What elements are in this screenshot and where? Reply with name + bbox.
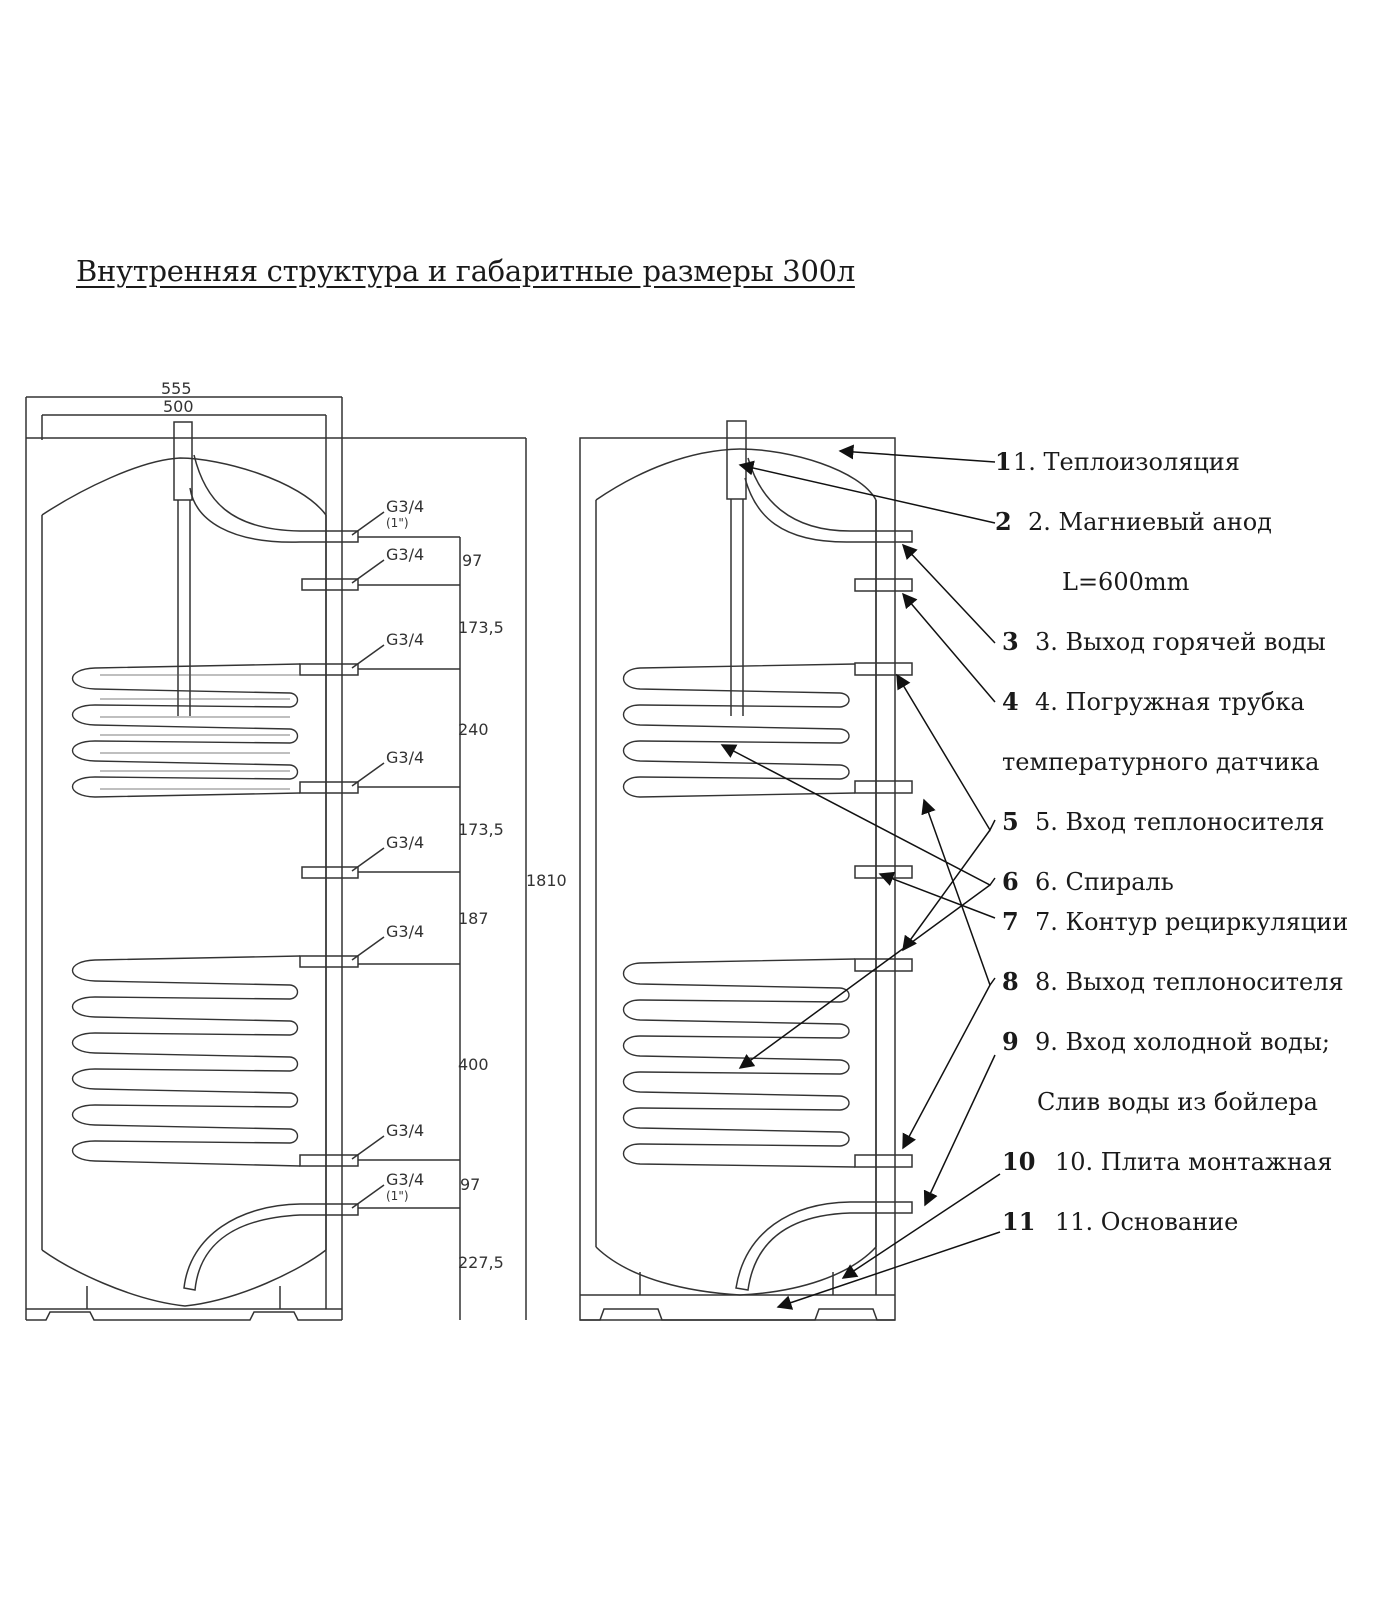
legend-leader-lines <box>720 444 1001 1310</box>
dim-segment: 97 <box>462 551 482 570</box>
legend-item: 1. Теплоизоляция <box>1013 448 1240 476</box>
legend-number: 5 <box>1002 807 1019 836</box>
legend-number: 8 <box>1002 967 1019 996</box>
legend-number: 4 <box>1002 687 1019 716</box>
right-lower-coil <box>622 958 856 1168</box>
dim-segment: 173,5 <box>458 618 504 637</box>
legend-number: 3 <box>1002 627 1019 656</box>
legend-item-sub: L=600mm <box>1062 568 1190 596</box>
legend-number: 1 <box>995 447 1012 476</box>
legend-number: 2 <box>995 507 1012 536</box>
connection-label: G3/4 <box>386 1121 424 1140</box>
legend-item: 4. Погружная трубка <box>1035 688 1305 716</box>
left-dimension-drawing <box>25 396 527 1321</box>
connection-label: G3/4 <box>386 497 424 516</box>
dim-segment: 400 <box>458 1055 489 1074</box>
legend-item: 7. Контур рециркуляции <box>1035 908 1348 936</box>
legend-item-sub: температурного датчика <box>1002 748 1319 776</box>
legend-number: 9 <box>1002 1027 1019 1056</box>
page-title: Внутренняя структура и габаритные размер… <box>76 254 855 288</box>
legend-number: 11 <box>1002 1207 1035 1236</box>
left-lower-coil <box>72 955 301 1167</box>
dim-segment: 187 <box>458 909 489 928</box>
right-upper-coil <box>622 663 856 798</box>
legend-item-sub: Слив воды из бойлера <box>1037 1088 1318 1116</box>
connection-label: G3/4 <box>386 1170 424 1189</box>
connection-note: (1") <box>386 1189 409 1203</box>
dim-total-height: 1810 <box>526 871 567 890</box>
connection-label: G3/4 <box>386 922 424 941</box>
legend-number: 10 <box>1002 1147 1035 1176</box>
legend-item: 10. Плита монтажная <box>1055 1148 1332 1176</box>
connection-label: G3/4 <box>386 545 424 564</box>
legend-item: 2. Магниевый анод <box>1028 508 1272 536</box>
dim-segment: 97 <box>460 1175 480 1194</box>
connection-label: G3/4 <box>386 630 424 649</box>
legend-number: 7 <box>1002 907 1019 936</box>
right-component-drawing <box>579 420 913 1321</box>
dim-segment: 173,5 <box>458 820 504 839</box>
dim-width-outer: 555 <box>161 379 192 398</box>
legend: 1 1. Теплоизоляция 2 2. Магниевый анод L… <box>995 447 1348 1236</box>
dim-width-inner: 500 <box>163 397 194 416</box>
legend-item: 5. Вход теплоносителя <box>1035 808 1324 836</box>
connection-label: G3/4 <box>386 748 424 767</box>
dim-segment: 227,5 <box>458 1253 504 1272</box>
left-upper-coil <box>72 663 301 798</box>
legend-item: 11. Основание <box>1055 1208 1238 1236</box>
legend-number: 6 <box>1002 867 1019 896</box>
legend-item: 3. Выход горячей воды <box>1035 628 1326 656</box>
legend-item: 8. Выход теплоносителя <box>1035 968 1344 996</box>
dim-segment: 240 <box>458 720 489 739</box>
connection-label: G3/4 <box>386 833 424 852</box>
legend-item: 6. Спираль <box>1035 868 1174 896</box>
connection-note: (1") <box>386 516 409 530</box>
legend-item: 9. Вход холодной воды; <box>1035 1028 1330 1056</box>
